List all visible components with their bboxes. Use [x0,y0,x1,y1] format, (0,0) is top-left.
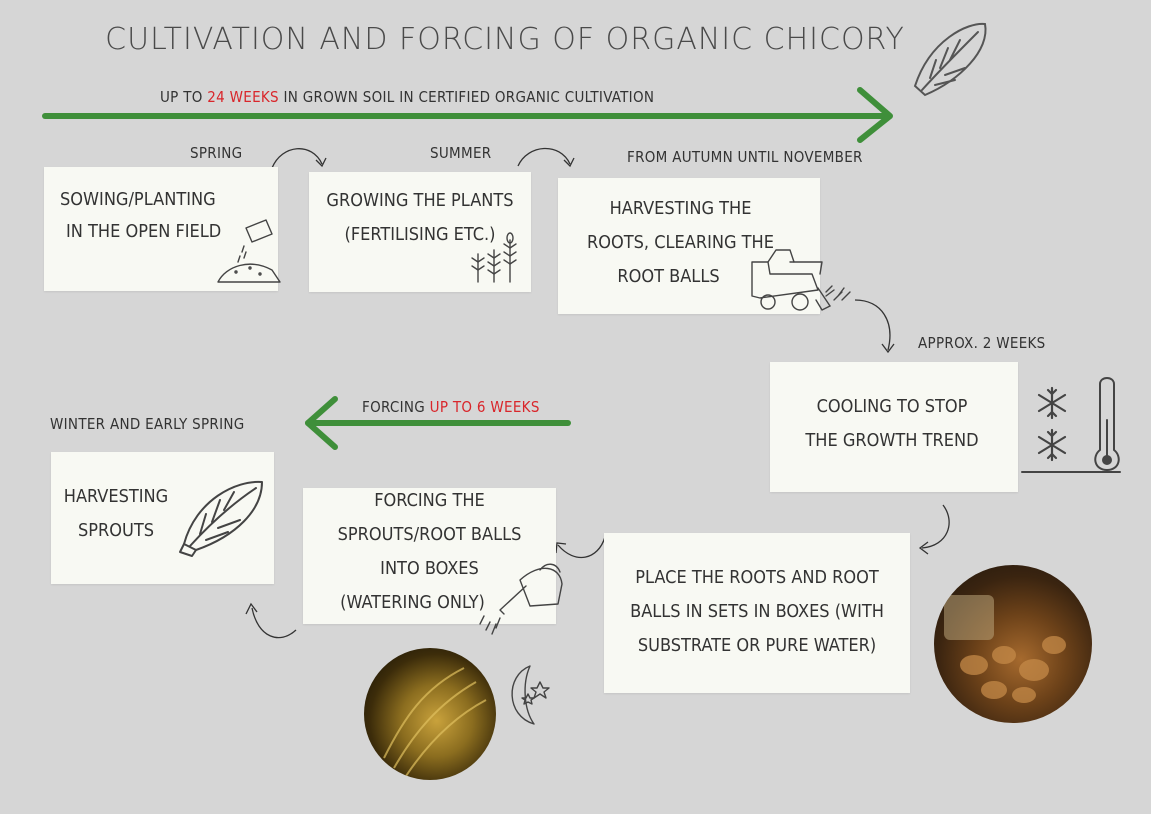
chicory-roots-photo [934,565,1092,723]
watering-can-icon [480,564,562,634]
thermometer-icon [1022,378,1120,472]
chicory-sprouts-photo [364,648,496,780]
snowflake-icon [1039,388,1065,460]
sprouts-texture [364,648,496,780]
moon-stars-icon [512,666,549,724]
seed-bag-icon [218,220,280,282]
harvester-icon [752,250,850,310]
roots-texture [934,565,1092,723]
plants-icon [472,233,516,282]
chicory-icon-card [180,482,262,556]
